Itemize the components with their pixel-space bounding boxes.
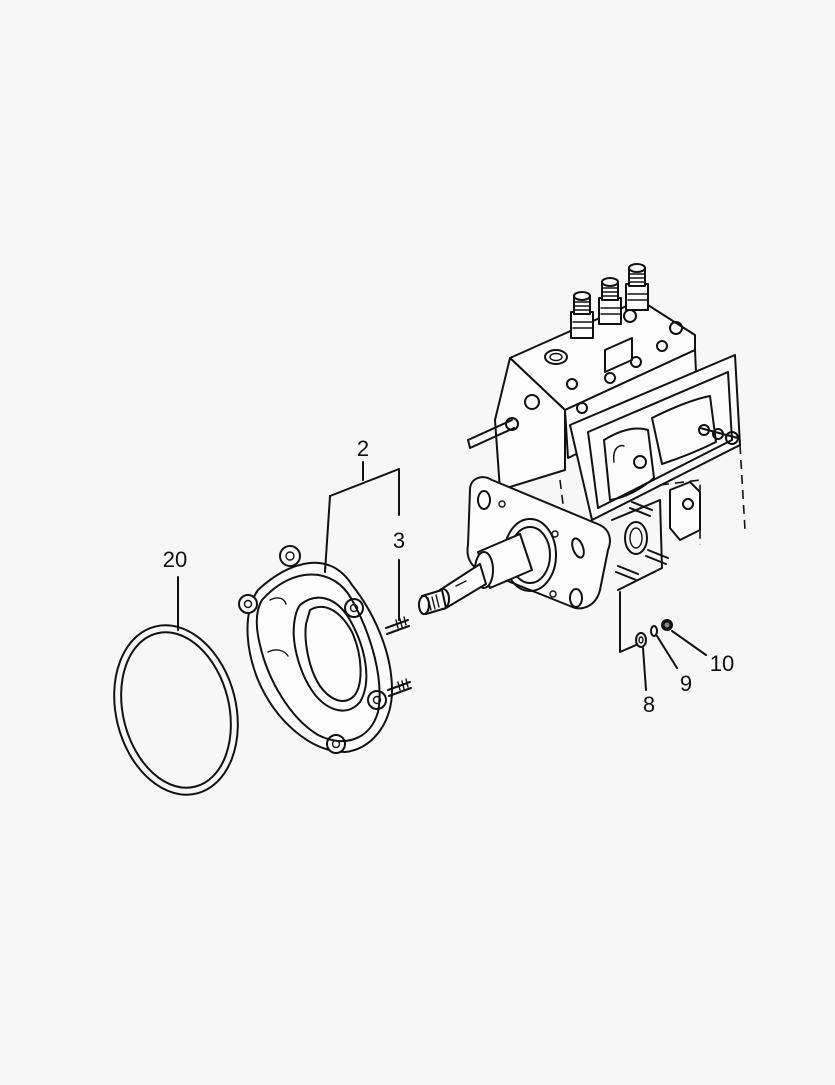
callout-3[interactable]: 3 <box>392 528 406 553</box>
o-ring-part[interactable] <box>97 612 255 808</box>
leader-line-8 <box>642 647 647 691</box>
callout-20[interactable]: 20 <box>162 547 188 572</box>
leader-line-9 <box>656 635 678 669</box>
leader-line-2 <box>324 461 400 573</box>
callout-2[interactable]: 2 <box>356 436 370 461</box>
flange-housing-part[interactable] <box>238 545 412 754</box>
callout-10[interactable]: 10 <box>709 651 735 676</box>
leader-line-bracket <box>619 591 637 653</box>
injection-pump-body[interactable] <box>418 263 746 653</box>
lock-washer-part[interactable] <box>650 625 658 637</box>
stud-bolt-part[interactable] <box>385 616 412 697</box>
leader-line-10 <box>671 630 707 656</box>
callout-8[interactable]: 8 <box>642 692 656 717</box>
washer-part[interactable] <box>635 632 647 648</box>
nut-part[interactable] <box>661 619 673 631</box>
callout-9[interactable]: 9 <box>679 671 693 696</box>
delivery-valve-holders <box>570 263 649 339</box>
